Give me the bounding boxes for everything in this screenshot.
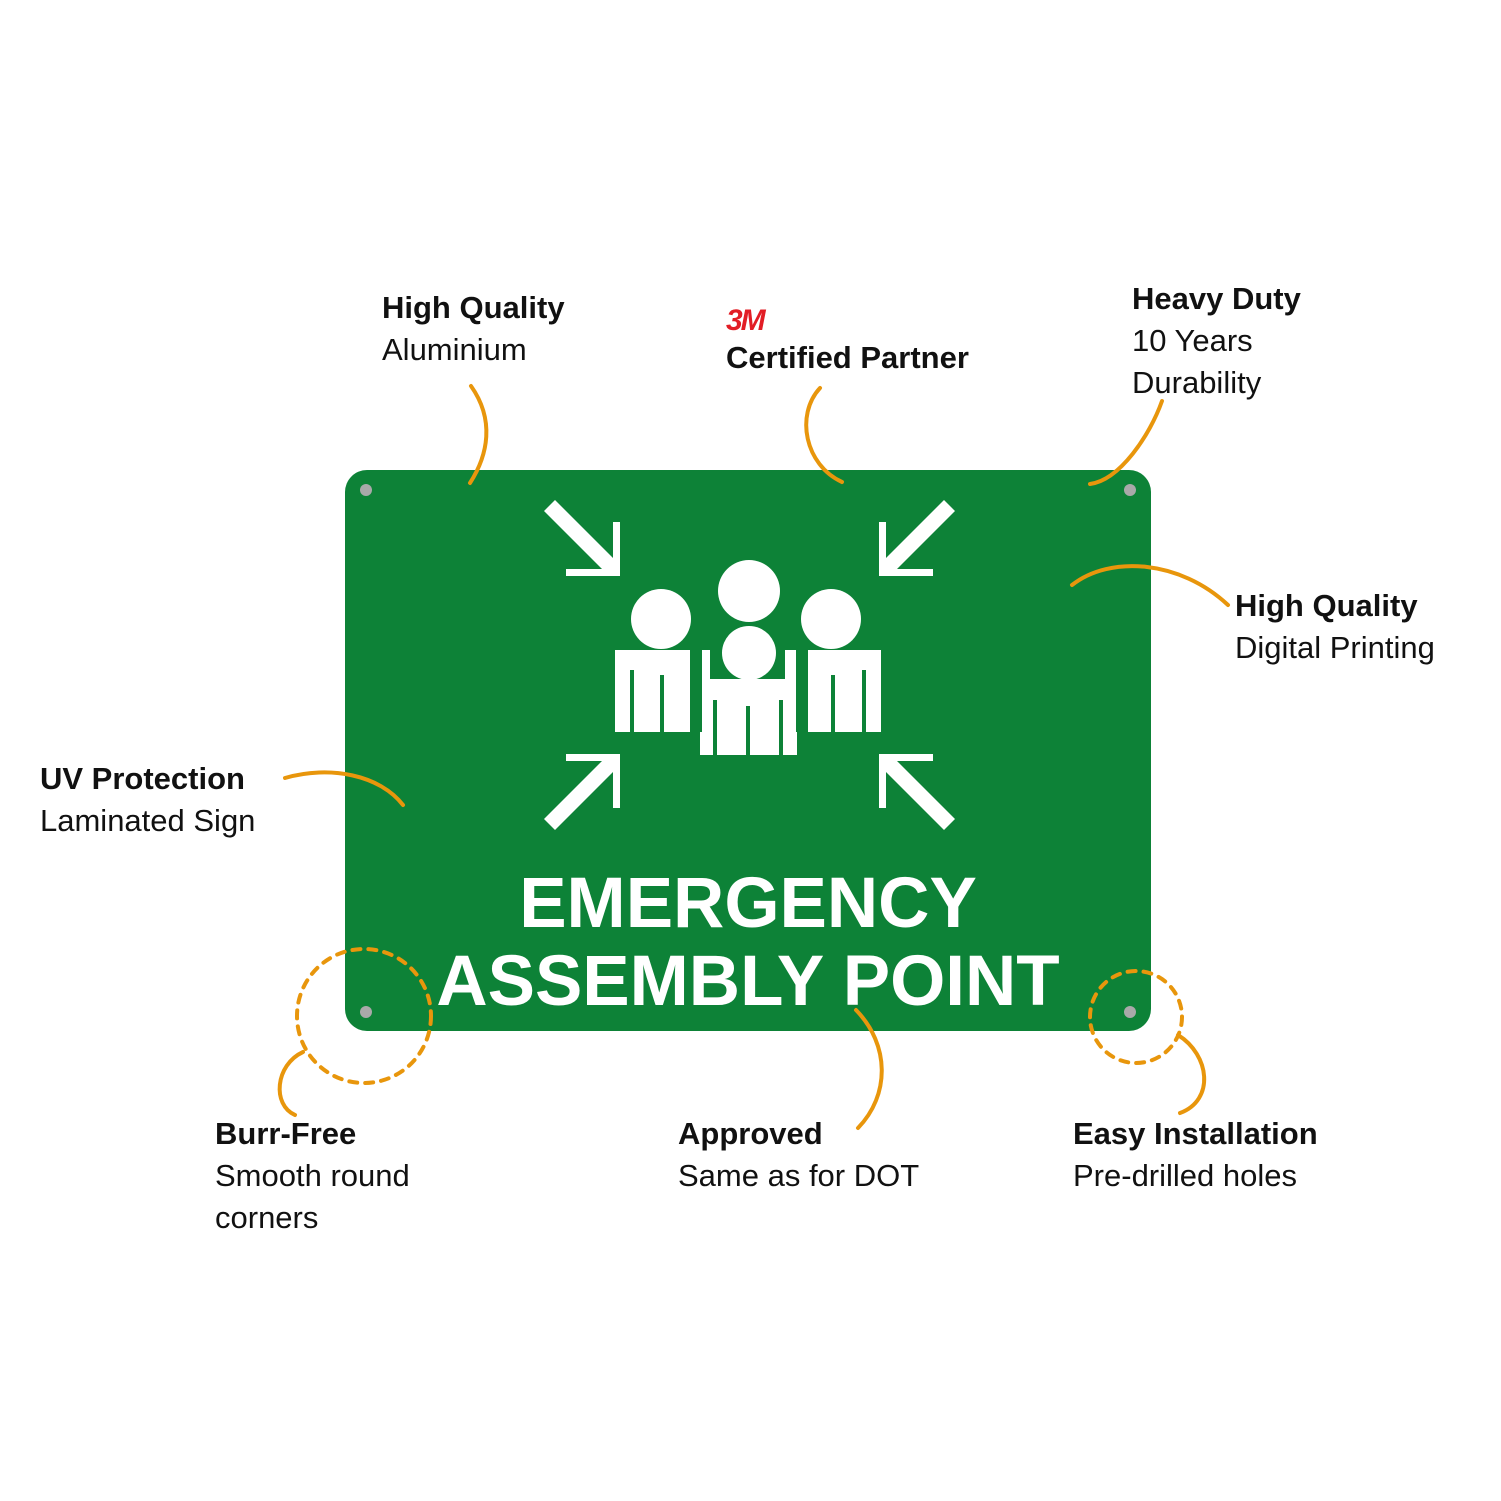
callout-title: High Quality [382, 290, 565, 325]
leader-bottom-center [854, 1008, 884, 1130]
callout-line: Same as for DOT [678, 1158, 920, 1193]
burr-free-corner-marker [295, 947, 433, 1085]
callout-title: Burr-Free [215, 1116, 357, 1151]
callout-line: Digital Printing [1235, 630, 1435, 665]
leader-top-left [468, 384, 489, 485]
callout-line: Aluminium [382, 332, 527, 367]
callout-title: UV Protection [40, 761, 245, 796]
arrow-up-right-icon [544, 754, 620, 830]
arrow-down-left-icon [879, 500, 955, 576]
callout-digital-printing: High Quality Digital Printing [1235, 590, 1435, 674]
callout-approved: Approved Same as for DOT [678, 1118, 919, 1202]
mounting-hole-top-right [1124, 484, 1136, 496]
callout-title: Easy Installation [1073, 1116, 1318, 1151]
leader-bottom-right [1176, 1033, 1207, 1115]
sign-title-line-2: ASSEMBLY POINT [436, 942, 1060, 1021]
mounting-hole-bottom-right [1124, 1006, 1136, 1018]
3m-logo: 3M [726, 304, 766, 337]
leader-bottom-left [277, 1050, 305, 1117]
callout-burr-free: Burr-Free Smooth round corners [215, 1118, 410, 1244]
assembly-point-icon [544, 500, 955, 830]
leader-left [283, 770, 405, 807]
callout-title: Heavy Duty [1132, 281, 1301, 316]
callout-line: 10 Years [1132, 323, 1253, 358]
callout-heavy-duty: Heavy Duty 10 Years Durability [1132, 283, 1301, 409]
pre-drilled-hole-marker [1088, 969, 1184, 1065]
callout-uv-protection: UV Protection Laminated Sign [40, 763, 255, 847]
callout-title: Certified Partner [726, 340, 969, 375]
mounting-hole-top-left [360, 484, 372, 496]
leader-top-center [804, 386, 844, 484]
callout-easy-installation: Easy Installation Pre-drilled holes [1073, 1118, 1318, 1202]
callout-title: High Quality [1235, 588, 1418, 623]
callout-line: Laminated Sign [40, 803, 256, 838]
callout-line: Pre-drilled holes [1073, 1158, 1297, 1193]
callout-line: corners [215, 1200, 319, 1235]
mounting-hole-bottom-left [360, 1006, 372, 1018]
callout-line: Durability [1132, 365, 1262, 400]
callout-certified-partner: 3M Certified Partner [726, 306, 969, 384]
callout-aluminium: High Quality Aluminium [382, 292, 565, 376]
leader-top-right [1088, 399, 1164, 486]
callout-title: Approved [678, 1116, 823, 1151]
sign-title-line-1: EMERGENCY [519, 864, 977, 943]
arrow-up-left-icon [879, 754, 955, 830]
callout-line: Smooth round [215, 1158, 410, 1193]
leader-right [1070, 564, 1230, 607]
arrow-down-right-icon [544, 500, 620, 576]
